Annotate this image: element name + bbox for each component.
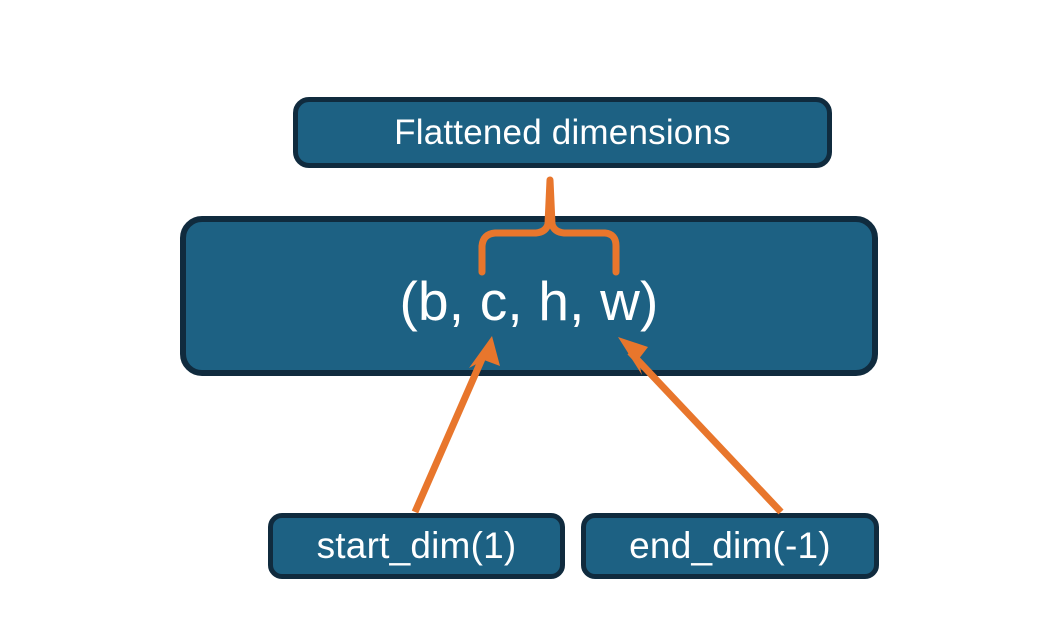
flattened-dimensions-box: Flattened dimensions [293, 97, 832, 168]
tensor-shape-box: (b, c, h, w) [180, 216, 878, 376]
end-dim-label: end_dim(-1) [629, 525, 831, 566]
end-dim-box: end_dim(-1) [581, 513, 879, 579]
start-dim-label: start_dim(1) [316, 525, 517, 566]
flattened-dimensions-label: Flattened dimensions [394, 112, 731, 152]
end-dim-arrow-shaft [627, 349, 784, 515]
start-dim-box: start_dim(1) [268, 513, 565, 579]
tensor-shape-label: (b, c, h, w) [399, 269, 659, 332]
start-dim-arrow-shaft [411, 350, 489, 514]
